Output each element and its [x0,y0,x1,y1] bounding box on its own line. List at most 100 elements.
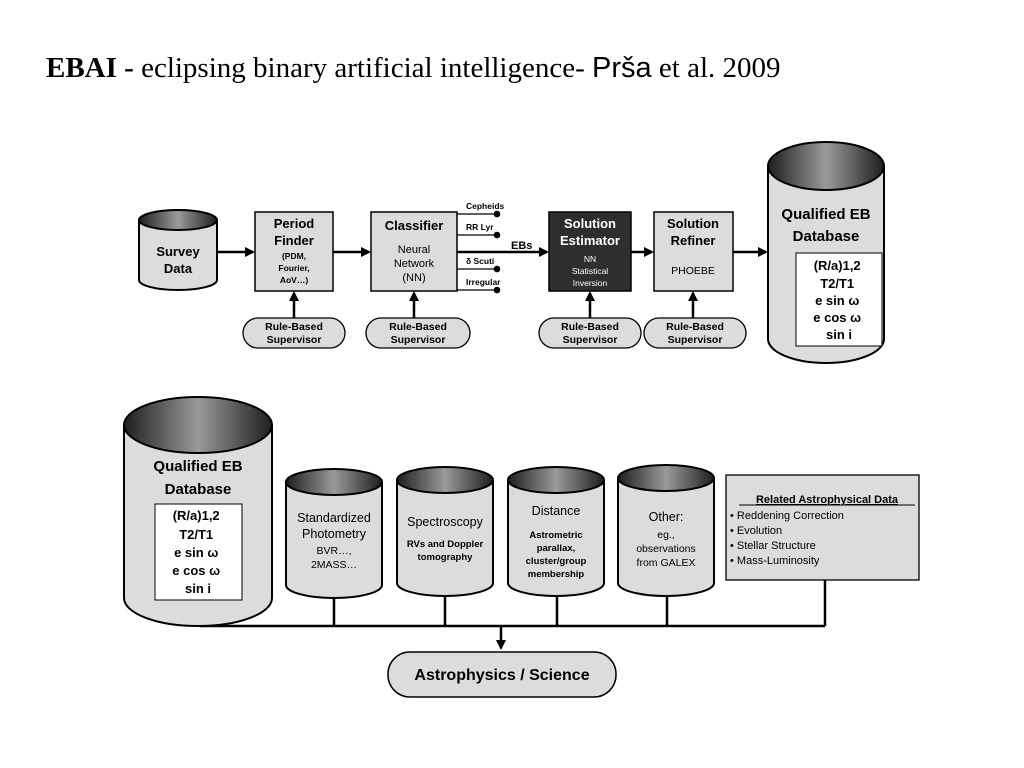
spectroscopy-title: Spectroscopy [407,515,483,529]
other-detail-3: from GALEX [637,557,696,569]
branch-irregular: Irregular [466,277,501,287]
db-top-title-2: Database [793,228,860,245]
period-finder-title-2: Finder [274,233,314,248]
title-prefix: EBAI - [46,52,134,84]
distance-title: Distance [532,504,581,518]
classifier-title: Classifier [385,218,444,233]
qualified-eb-database-top: Qualified EB Database (R/a)1,2 T2/T1 e si… [767,141,885,364]
classifier-detail-3: (NN) [402,272,425,284]
branch-rr-lyr: RR Lyr [466,222,494,232]
photometry-detail-1: BVR…, [316,545,351,557]
svg-text:• Reddening Correction •: • Reddening Correction • Evolution • Ste… [730,510,847,567]
photometry-detail-2: 2MASS… [311,559,357,571]
branch-cepheids: Cepheids [466,201,505,211]
solution-estimator-title-1: Solution [564,216,616,231]
db-top-param-ecos: e cos ω [813,310,861,325]
solution-estimator-detail-2: Statistical [572,266,608,276]
other-title: Other: [649,510,684,524]
title-author: Prša [592,52,652,84]
db-bottom-title-2: Database [165,481,232,498]
branch-delta-scuti: δ Scuti [466,256,494,266]
svg-text:BVR…,2MASS…: BVR…, 2MASS… [311,545,357,571]
classifier-detail-2: Network [394,258,435,270]
distance-detail-3: cluster/group [526,556,587,567]
svg-text:(R/a)1,2 T2/T1 e s: (R/a)1,2 T2/T1 e sin ω e cos ω sin i [172,508,223,596]
supervisor-2-line-1: Rule-Based [389,321,447,333]
solution-estimator-title-2: Estimator [560,233,620,248]
supervisor-1-line-2: Supervisor [267,334,322,346]
related-item-evolution: • Evolution [730,525,782,537]
period-finder-detail-1: (PDM, [282,251,306,261]
related-item-mass-luminosity: • Mass-Luminosity [730,555,820,567]
survey-label-1: Survey [156,244,200,259]
supervisor-3-line-1: Rule-Based [561,321,619,333]
db-bottom-param-ecos: e cos ω [172,563,220,578]
photometry-title-1: Standardized [297,511,371,525]
solution-refiner-title-2: Refiner [671,233,716,248]
supervisor-1-line-1: Rule-Based [265,321,323,333]
db-bottom-param-esin: e sin ω [174,545,218,560]
spectroscopy-detail-1: RVs and Doppler [407,539,484,550]
period-finder-detail-3: AoV…) [280,275,309,285]
db-top-param-temp: T2/T1 [820,276,854,291]
db-top-param-esin: e sin ω [815,293,859,308]
db-top-param-ratio: (R/a)1,2 [814,258,861,273]
related-item-reddening: • Reddening Correction [730,510,844,522]
supervisor-3-line-2: Supervisor [563,334,618,346]
photometry-title-2: Photometry [302,527,367,541]
svg-text:Cepheids RR Lyr δ: Cepheids RR Lyr δ Scuti Irregular [466,201,507,287]
period-finder-title-1: Period [274,216,315,231]
db-bottom-param-ratio: (R/a)1,2 [173,508,220,523]
svg-text:(R/a)1,2 T2/T1 e s: (R/a)1,2 T2/T1 e sin ω e cos ω sin i [813,258,864,342]
supervisor-4-line-1: Rule-Based [666,321,724,333]
db-bottom-param-sini: sin i [185,581,211,596]
db-top-param-sini: sin i [826,327,852,342]
classifier-detail-1: Neural [398,244,430,256]
db-bottom-title-1: Qualified EB [153,458,242,475]
distance-detail-1: Astrometric [529,530,582,541]
related-astrophysical-data-box: Related Astrophysical Data • Reddening C… [725,474,920,581]
astrophysics-science-node: Astrophysics / Science [387,651,617,698]
title-main: eclipsing binary artificial intelligence… [133,52,593,84]
related-title: Related Astrophysical Data [756,494,899,506]
survey-label-2: Data [164,261,193,276]
astrophysics-science-label: Astrophysics / Science [414,667,589,684]
solution-estimator-detail-3: Inversion [573,278,608,288]
distance-detail-4: membership [528,569,585,580]
db-top-title-1: Qualified EB [781,206,870,223]
solution-estimator-detail-1: NN [584,254,596,264]
slide-title: EBAI - eclipsing binary artificial intel… [46,52,986,92]
db-bottom-param-temp: T2/T1 [179,527,213,542]
classifier-branches: Cepheids RR Lyr δ Scuti Irregular EBs [457,201,532,294]
solution-refiner-title-1: Solution [667,216,719,231]
title-suffix: et al. 2009 [651,52,781,84]
period-finder-detail-2: Fourier, [278,263,309,273]
related-item-structure: • Stellar Structure [730,540,816,552]
other-detail-1: eg., [657,529,675,541]
